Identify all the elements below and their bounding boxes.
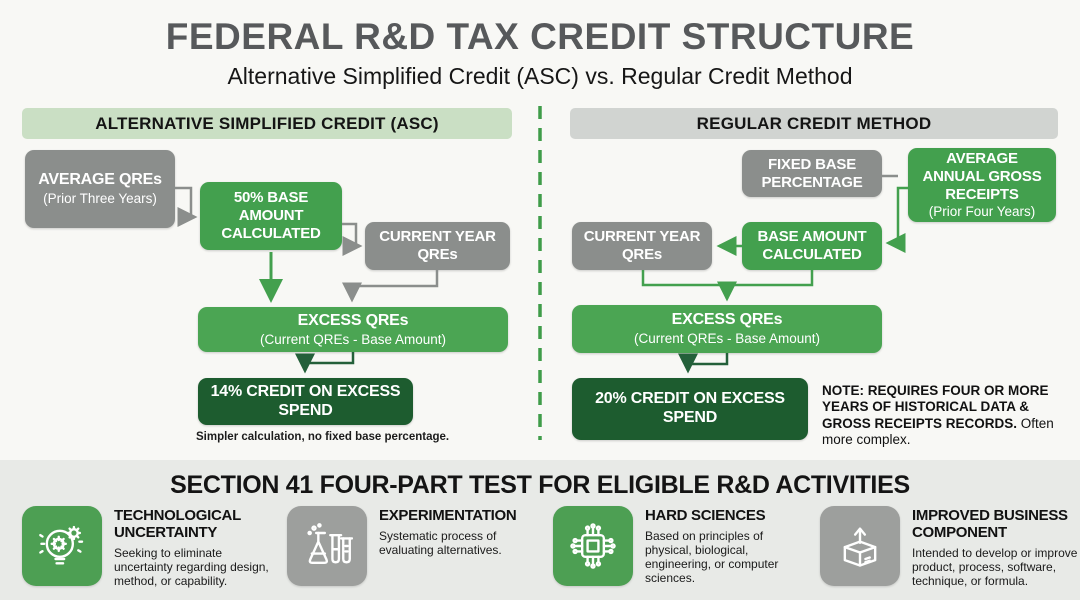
test-item-description: Seeking to eliminate uncertainty regardi… [114,545,269,588]
lightbulb-gear-icon [22,506,102,586]
asc-current-year-qres-box: CURRENT YEAR QREs [365,222,510,270]
test-item-description: Systematic process of evaluating alterna… [379,528,502,557]
regular-gross-receipts-box: AVERAGE ANNUAL GROSS RECEIPTS (Prior Fou… [908,148,1056,222]
test-item-description: Based on principles of physical, biologi… [645,528,779,586]
regular-note: NOTE: REQUIRES FOUR OR MORE YEARS OF HIS… [822,383,1070,449]
test-item-title: TECHNOLOGICAL UNCERTAINTY [114,507,241,541]
regular-fixed-base-box: FIXED BASE PERCENTAGE [742,150,882,197]
box-title: 20% CREDIT ON EXCESS SPEND [595,390,785,426]
asc-credit-box: 14% CREDIT ON EXCESS SPEND [198,378,413,425]
test-item-title: HARD SCIENCES [645,507,766,524]
box-title: BASE AMOUNT CALCULATED [757,228,867,263]
page-subtitle: Alternative Simplified Credit (ASC) vs. … [227,63,853,89]
note-bold-text: NOTE: REQUIRES FOUR OR MORE YEARS OF HIS… [822,383,1049,431]
box-title: FIXED BASE PERCENTAGE [761,155,863,191]
test-item-experimentation: EXPERIMENTATION Systematic process of ev… [287,506,529,586]
box-title: 14% CREDIT ON EXCESS SPEND [210,382,401,419]
note-regular-text: Often more complex. [822,415,1054,448]
test-item-improved-business-component: IMPROVED BUSINESS COMPONENT Intended to … [820,506,1080,588]
box-title: EXCESS QREs [297,311,409,329]
regular-credit-box: 20% CREDIT ON EXCESS SPEND [572,378,808,440]
asc-panel-header: ALTERNATIVE SIMPLIFIED CREDIT (ASC) [22,108,512,139]
regular-excess-qres-box: EXCESS QREs (Current QREs - Base Amount) [572,305,882,353]
test-item-description: Intended to develop or improve a product… [912,545,1080,588]
test-item-hard-sciences: HARD SCIENCES Based on principles of phy… [553,506,795,586]
box-arrow-up-icon [820,506,900,586]
box-title: CURRENT YEAR QREs [583,228,701,263]
asc-average-qres-box: AVERAGE QREs (Prior Three Years) [25,150,175,228]
box-title: EXCESS QREs [671,311,783,329]
box-title: 50% BASE AMOUNT CALCULATED [221,189,321,242]
regular-base-amount-box: BASE AMOUNT CALCULATED [742,222,882,270]
box-subtitle: (Prior Three Years) [43,191,157,207]
box-title: CURRENT YEAR QREs [379,228,496,263]
box-title: AVERAGE ANNUAL GROSS RECEIPTS [922,150,1042,203]
test-item-technological-uncertainty: TECHNOLOGICAL UNCERTAINTY Seeking to eli… [22,506,284,588]
asc-caption: Simpler calculation, no fixed base perce… [196,431,450,443]
page-title: FEDERAL R&D TAX CREDIT STRUCTURE [165,16,915,57]
four-part-test-title: SECTION 41 FOUR-PART TEST FOR ELIGIBLE R… [170,471,910,499]
flasks-icon [287,506,367,586]
regular-panel-header: REGULAR CREDIT METHOD [570,108,1058,139]
box-title: AVERAGE QREs [38,171,162,189]
box-subtitle: (Current QREs - Base Amount) [259,331,447,347]
asc-base-amount-box: 50% BASE AMOUNT CALCULATED [200,182,342,250]
asc-excess-qres-box: EXCESS QREs (Current QREs - Base Amount) [198,307,508,352]
box-subtitle: (Current QREs - Base Amount) [633,331,821,347]
test-item-title: EXPERIMENTATION [379,507,517,524]
regular-current-year-qres-box: CURRENT YEAR QREs [572,222,712,270]
microchip-icon [553,506,633,586]
test-item-title: IMPROVED BUSINESS COMPONENT [912,507,1068,541]
four-part-test-band [0,460,1080,600]
box-subtitle: (Prior Four Years) [928,204,1036,220]
